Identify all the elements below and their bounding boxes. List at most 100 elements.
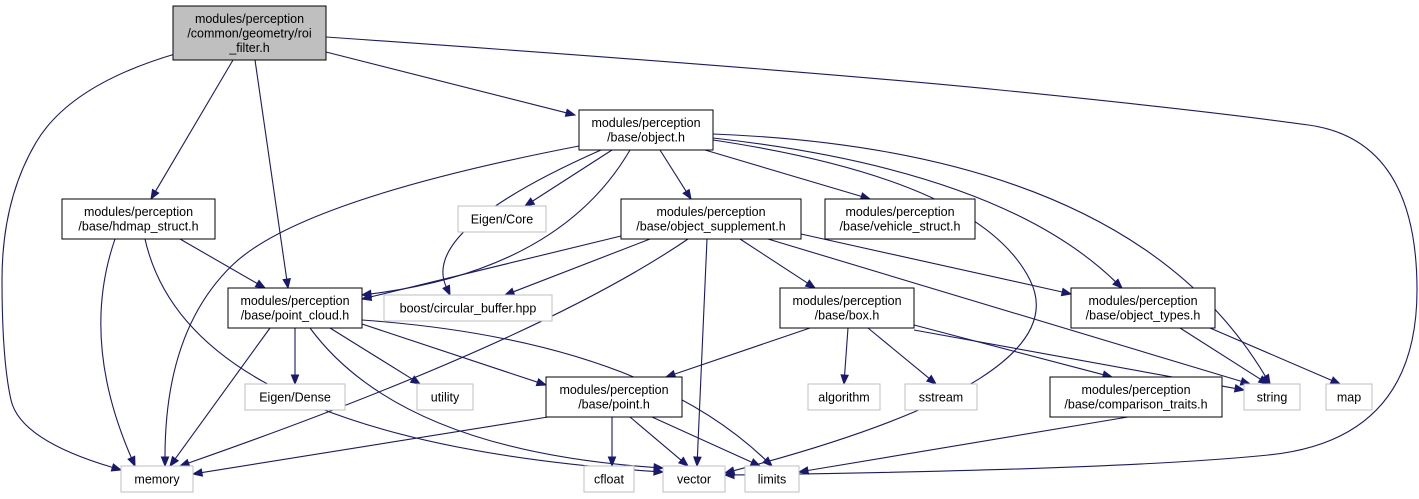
edge-arrowhead: [191, 468, 204, 477]
node-vector: vector: [662, 465, 726, 493]
node-algorithm: algorithm: [807, 383, 881, 411]
node-label: boost/circular_buffer.hpp: [400, 301, 537, 315]
node-label: modules/perception: [195, 12, 304, 26]
node-label: algorithm: [818, 390, 869, 404]
edge-line: [532, 149, 613, 202]
edge-roi-to-object: [325, 51, 577, 117]
edge-line: [201, 416, 549, 474]
edge-pointcloud-to-eigendense: [290, 328, 300, 386]
node-label: modules/perception: [1088, 294, 1197, 308]
node-utility: utility: [416, 383, 474, 411]
node-vehicle[interactable]: modules/perception/base/vehicle_struct.h: [824, 198, 976, 240]
node-objtypes[interactable]: modules/perception/base/object_types.h: [1070, 287, 1216, 329]
edge-object-to-vehicle: [704, 149, 872, 201]
edge-arrowhead: [1257, 375, 1270, 385]
edge-arrowhead: [749, 458, 762, 467]
node-box: [545, 376, 683, 418]
node-box: [172, 5, 327, 61]
node-label: /base/comparison_traits.h: [1064, 398, 1207, 412]
edge-arrowhead: [150, 188, 160, 201]
node-box: [662, 465, 726, 493]
edge-arrowhead: [664, 369, 677, 379]
node-label: cfloat: [594, 472, 624, 486]
edge-line: [370, 149, 631, 295]
edge-comparison-to-limits: [797, 416, 1129, 475]
edge-arrowhead: [503, 287, 516, 296]
edge-point-to-memory: [191, 416, 549, 477]
nodes-layer: modules/perception/common/geometry/roi_f…: [61, 5, 1373, 493]
edge-line: [309, 327, 655, 468]
edge-pointcloud-to-vector: [309, 327, 665, 472]
node-label: /base/point.h: [578, 398, 650, 412]
node-box: [620, 198, 802, 240]
node-label: string: [1257, 390, 1288, 404]
node-label: modules/perception: [845, 205, 954, 219]
edge-line: [696, 238, 708, 458]
edge-line: [800, 233, 1063, 293]
edge-arrowhead: [442, 284, 451, 297]
node-hdmap[interactable]: modules/perception/base/hdmap_struct.h: [61, 198, 216, 240]
node-label: modules/perception: [591, 116, 700, 130]
edge-arrowhead: [682, 188, 692, 201]
node-label: memory: [134, 472, 180, 486]
edge-line: [188, 238, 689, 464]
node-boostcb: boost/circular_buffer.hpp: [383, 294, 553, 322]
node-objsupp[interactable]: modules/perception/base/object_supplemen…: [620, 198, 802, 240]
edge-box-to-sstream: [867, 327, 938, 385]
edge-line: [325, 36, 1418, 476]
edge-arrowhead: [762, 456, 773, 467]
node-box: [457, 205, 547, 233]
node-point[interactable]: modules/perception/base/point.h: [545, 376, 683, 418]
edge-pointcloud-to-limits: [361, 319, 773, 467]
node-eigencore: Eigen/Core: [457, 205, 547, 233]
node-pointcloud[interactable]: modules/perception/base/point_cloud.h: [227, 287, 363, 329]
node-box: [807, 383, 881, 411]
node-label: /base/box.h: [815, 309, 880, 323]
edge-line: [144, 238, 655, 472]
node-label: Eigen/Dense: [259, 390, 331, 404]
node-label: limits: [758, 472, 786, 486]
edge-line: [329, 327, 413, 380]
edge-box-to-point: [664, 327, 811, 379]
edge-arrowhead: [797, 466, 810, 475]
edge-object-to-objtypes: [712, 137, 1123, 289]
node-string: string: [1243, 383, 1301, 411]
edge-arrowhead: [409, 375, 422, 385]
edge-arrowhead: [653, 463, 665, 472]
node-label: modules/perception: [792, 294, 901, 308]
node-roi[interactable]: modules/perception/common/geometry/roi_f…: [172, 5, 327, 61]
edge-objtypes-to-map: [1209, 327, 1342, 385]
node-label: modules/perception: [240, 294, 349, 308]
edge-object-to-memory: [160, 145, 580, 468]
node-object[interactable]: modules/perception/base/object.h: [578, 109, 714, 151]
edge-objsupp-to-box: [739, 238, 817, 289]
edge-hdmap-to-pointcloud: [179, 238, 267, 289]
node-label: modules/perception: [1081, 383, 1190, 397]
node-limits: limits: [744, 465, 800, 493]
node-box: [227, 287, 363, 329]
edge-line: [1, 53, 176, 468]
node-box: [583, 465, 635, 493]
edge-line: [629, 416, 682, 461]
node-box: [120, 465, 194, 493]
node-label: /base/object_types.h: [1086, 309, 1201, 323]
node-label: /base/object.h: [607, 131, 685, 145]
edge-arrowhead: [564, 108, 577, 117]
node-box: [1325, 383, 1373, 411]
edge-arrowhead: [1233, 383, 1246, 393]
node-label: /common/geometry/roi: [187, 26, 311, 40]
node-label: vector: [677, 472, 711, 486]
edge-line: [100, 238, 132, 459]
edge-line: [739, 238, 808, 284]
edge-line: [361, 319, 766, 461]
node-comparison[interactable]: modules/perception/base/comparison_trait…: [1049, 376, 1223, 418]
edge-hdmap-to-memory: [100, 238, 136, 468]
edge-line: [361, 323, 538, 383]
edge-line: [651, 416, 753, 463]
node-box: [1070, 287, 1216, 329]
edge-line: [704, 149, 862, 197]
edge-line: [164, 145, 580, 458]
edge-arrowhead: [523, 197, 536, 207]
node-box[interactable]: modules/perception/base/box.h: [779, 287, 915, 329]
node-box: [578, 109, 714, 151]
